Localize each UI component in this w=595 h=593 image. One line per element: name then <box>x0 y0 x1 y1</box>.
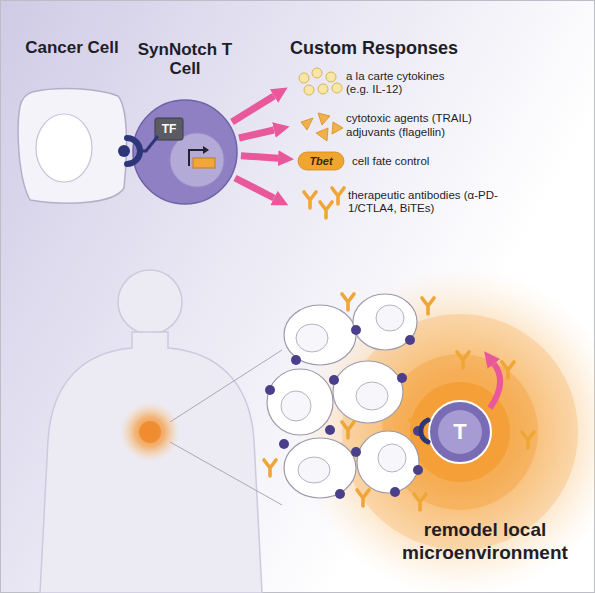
antigen-dot <box>265 385 275 395</box>
tumor-site <box>139 421 161 443</box>
tumor-cell <box>267 369 333 435</box>
antibody-icon <box>342 422 354 438</box>
response-text: cell fate control <box>352 155 552 168</box>
synnotch-receptor <box>421 420 428 442</box>
cytokine-icon <box>312 68 322 78</box>
response-arrow <box>239 130 274 138</box>
cell-nucleus <box>356 382 388 410</box>
antigen-dot <box>291 355 301 365</box>
cytokine-icon <box>318 84 328 94</box>
cell-nucleus <box>36 114 92 182</box>
response-arrow <box>232 96 274 122</box>
antigen-dot <box>351 325 361 335</box>
response-text: adjuvants (flagellin) <box>346 126 546 139</box>
cell-nucleus <box>378 444 406 472</box>
cell-nucleus <box>170 133 224 187</box>
node-shape <box>18 88 126 206</box>
secretion-arrow <box>490 364 500 408</box>
antigen-dot <box>351 447 361 457</box>
response-arrow <box>241 156 278 158</box>
cell-nucleus <box>281 391 311 421</box>
cell-nucleus <box>296 324 328 352</box>
antibody-icon <box>410 420 422 436</box>
tumor-cell <box>357 431 419 493</box>
tumor-glow <box>120 402 180 462</box>
antigen-dot <box>279 439 289 449</box>
human-body <box>40 332 262 593</box>
cell-outline <box>133 100 237 204</box>
antigen-dot <box>335 489 345 499</box>
agent-icon <box>332 122 343 134</box>
glow-ring <box>410 382 510 482</box>
antibody-icon <box>304 192 316 208</box>
antigen-dot <box>325 425 335 435</box>
cytokine-icon <box>326 72 336 82</box>
tf-box <box>155 118 183 140</box>
tumor-cell <box>284 305 356 365</box>
cell-nucleus <box>376 305 404 331</box>
tbet-pill: Tbet <box>298 152 344 170</box>
cytokine-icon <box>304 85 314 95</box>
ligand <box>118 145 130 157</box>
antibody-icon <box>422 298 434 314</box>
antigen-dot <box>329 375 339 385</box>
agent-icon <box>301 118 313 130</box>
human-head <box>118 270 182 334</box>
node-text: TF <box>155 118 183 140</box>
response-text: a la carte cytokines (e.g. IL-12) <box>346 70 458 96</box>
node-text: Tbet <box>298 152 344 170</box>
microenvironment-caption: remodel local microenvironment <box>385 518 585 564</box>
pill-outline <box>298 152 344 170</box>
response-arrow <box>235 178 274 198</box>
cancer-cell: Cancer Cell <box>18 88 126 206</box>
antibody-icon <box>414 494 426 510</box>
tumor-cell <box>284 438 356 498</box>
response-text: therapeutic antibodies (α-PD-1/CTLA4, Bi… <box>348 189 518 215</box>
tumor-cell <box>333 361 403 423</box>
cytokine-icon <box>299 73 309 83</box>
synnotch-t-cell: SynNotch T CellTF <box>133 100 237 204</box>
zoom-leader-line <box>170 350 282 422</box>
antibody-icon <box>357 490 369 506</box>
response-text: cytotoxic agents (TRAIL) <box>346 112 546 125</box>
antibody-icon <box>502 362 514 378</box>
tumor-cell <box>353 294 417 350</box>
cell-outline <box>18 89 126 204</box>
cell-nucleus <box>298 457 330 483</box>
antigen-dot <box>405 335 415 345</box>
antibody-icon <box>522 432 534 448</box>
transcription-factor: TF <box>155 118 183 140</box>
antibody-icon <box>332 188 344 204</box>
node-text: SynNotch T Cell <box>125 40 245 78</box>
synnotch-receptor <box>127 138 140 164</box>
antibody-icon <box>457 352 469 368</box>
gene-cassette <box>193 158 215 168</box>
agent-icon <box>318 113 330 125</box>
zoom-leader-line <box>170 442 282 505</box>
node-shape <box>133 100 237 204</box>
receptor-stem <box>139 136 158 151</box>
promoter-arrowhead <box>203 146 209 154</box>
antigen-dot <box>390 487 400 497</box>
cell-outline <box>429 401 491 463</box>
section-heading: Custom Responses <box>290 38 510 59</box>
antigen-dot <box>413 465 423 475</box>
antibody-icon <box>320 202 332 218</box>
antibody-icon <box>342 294 354 310</box>
t-cell: T <box>429 401 491 463</box>
cytokine-icon <box>332 83 342 93</box>
node-text: Cancer Cell <box>18 38 126 57</box>
antibody-icon <box>264 460 276 476</box>
antigen-dot <box>413 426 423 436</box>
agent-icon <box>316 128 328 141</box>
antigen-dot <box>397 373 407 383</box>
node-text: T <box>429 401 491 463</box>
